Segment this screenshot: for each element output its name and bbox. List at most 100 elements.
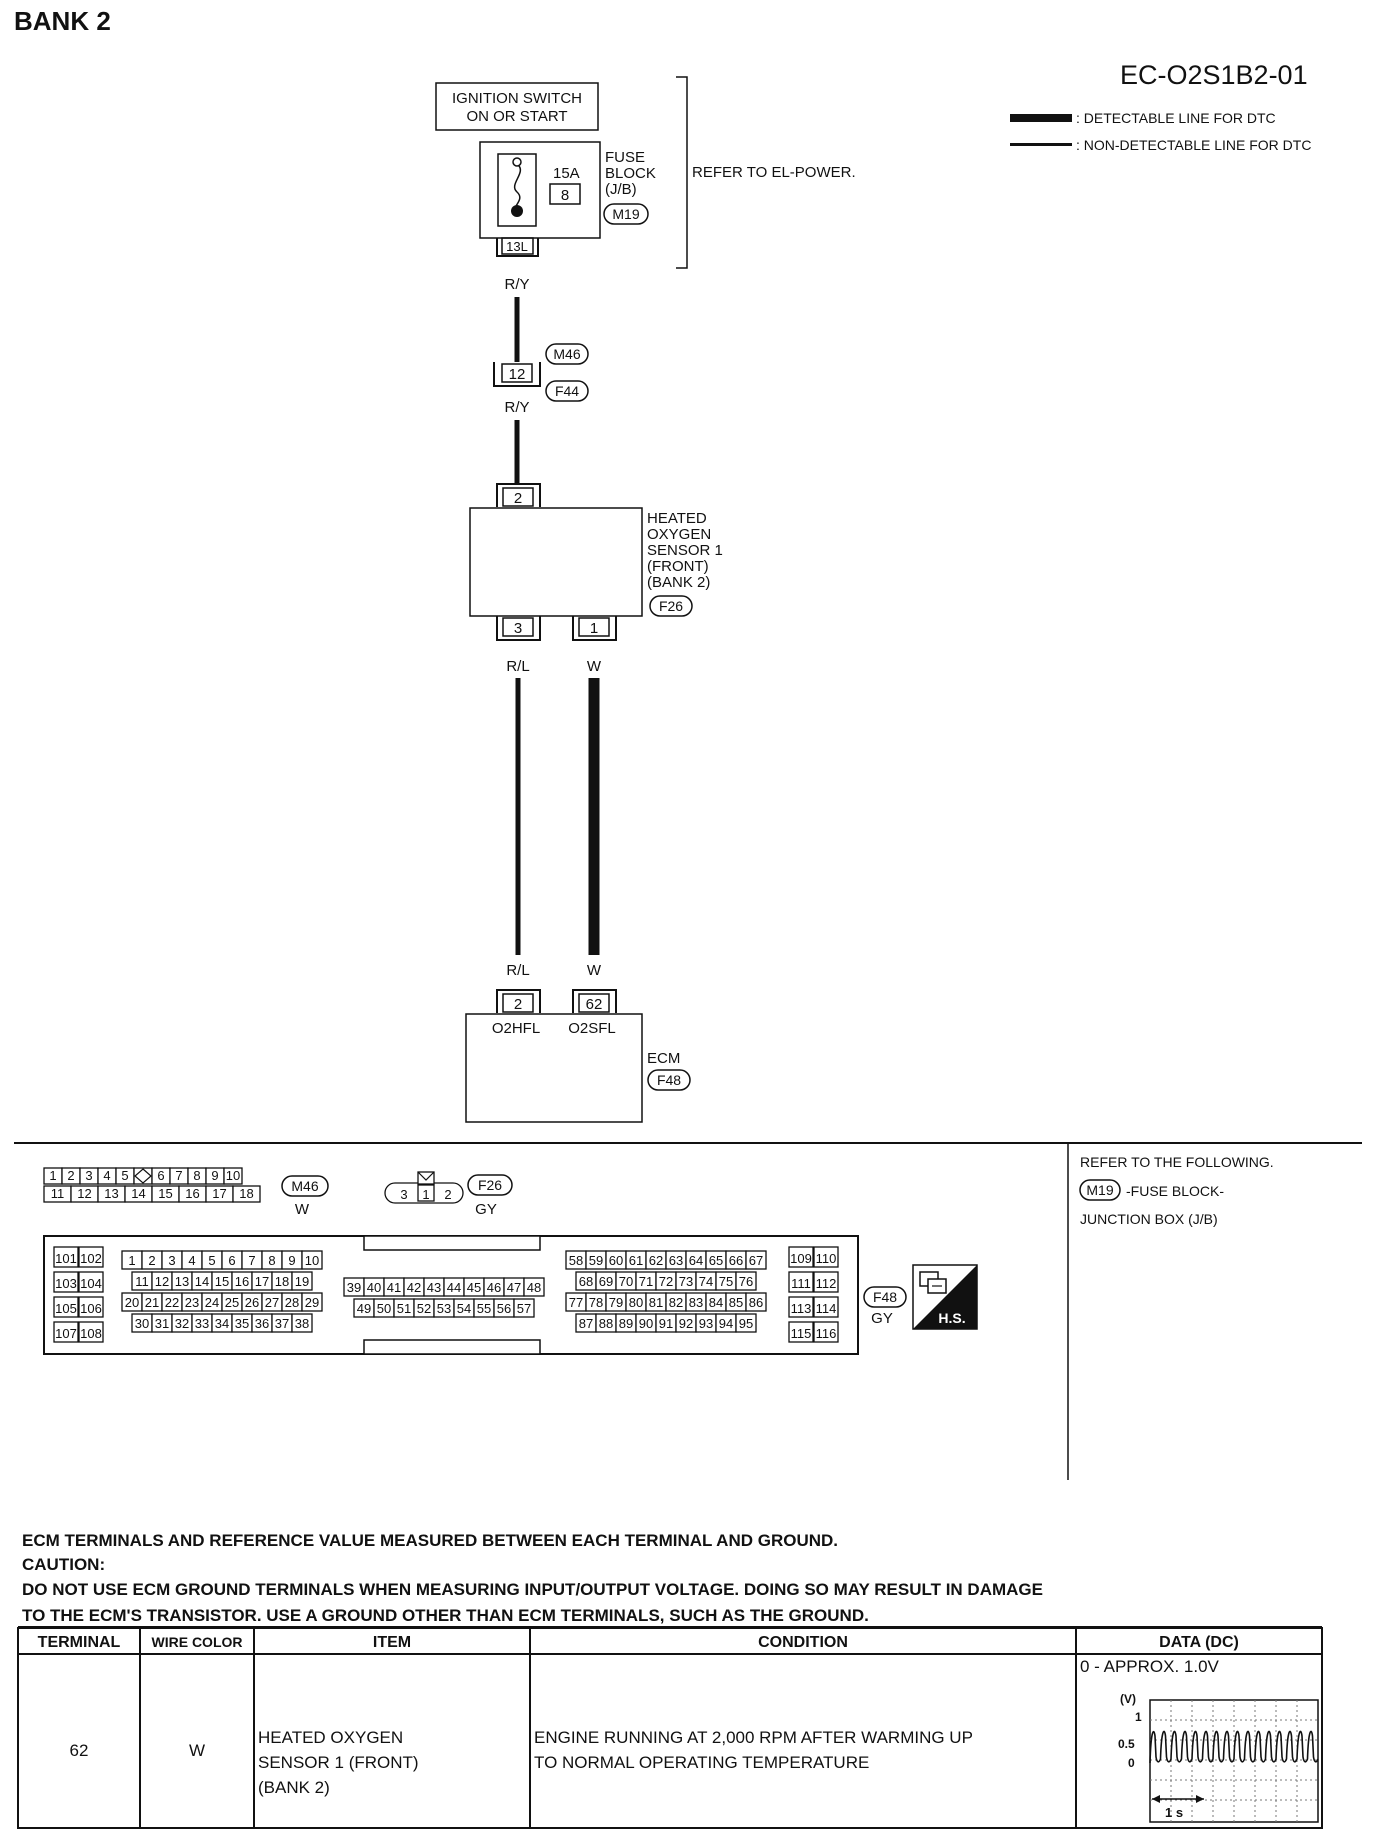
svg-text:50: 50	[377, 1301, 391, 1316]
svg-text:106: 106	[80, 1301, 102, 1316]
svg-text:3: 3	[168, 1253, 175, 1268]
f48-pin-73: 73	[675, 1271, 697, 1291]
svg-text:88: 88	[599, 1316, 613, 1331]
svg-text:8: 8	[268, 1253, 275, 1268]
svg-text:17: 17	[255, 1274, 269, 1289]
svg-text:86: 86	[749, 1295, 763, 1310]
svg-text:26: 26	[245, 1295, 259, 1310]
f48-pin-113: 113	[788, 1296, 814, 1318]
svg-text:87: 87	[579, 1316, 593, 1331]
svg-text:33: 33	[195, 1316, 209, 1331]
f48-pin-63: 63	[665, 1250, 687, 1270]
f48-pin-12: 12	[151, 1271, 173, 1291]
connector-f48-color: GY	[871, 1310, 893, 1327]
svg-text:22: 22	[165, 1295, 179, 1310]
svg-text:104: 104	[80, 1276, 102, 1291]
svg-text:116: 116	[816, 1326, 837, 1341]
svg-text:13: 13	[175, 1274, 189, 1289]
f48-pin-112: 112	[813, 1271, 839, 1293]
svg-text:36: 36	[255, 1316, 269, 1331]
sensor-label-1: HEATED	[647, 510, 707, 527]
svg-text:28: 28	[285, 1295, 299, 1310]
harness-side-badge: H.S.	[912, 1264, 978, 1330]
m46-pin-1: 1	[43, 1167, 63, 1185]
svg-text:89: 89	[619, 1316, 633, 1331]
svg-text:75: 75	[719, 1274, 733, 1289]
m46-pin-17: 17	[205, 1185, 234, 1203]
f48-pin-108: 108	[78, 1321, 104, 1343]
f48-pin-37: 37	[271, 1313, 293, 1333]
ecm-terminal-table: TERMINAL WIRE COLOR ITEM CONDITION DATA …	[17, 1626, 1323, 1829]
f48-pin-53: 53	[433, 1298, 455, 1318]
sensor-terminal-2: 2	[514, 490, 522, 507]
svg-text:102: 102	[80, 1251, 102, 1266]
f48-pin-93: 93	[695, 1313, 717, 1333]
m46-pin-5: 5	[115, 1167, 135, 1185]
f48-pin-42: 42	[403, 1277, 425, 1297]
svg-text:F48: F48	[873, 1289, 897, 1305]
f48-pin-14: 14	[191, 1271, 213, 1291]
svg-text:80: 80	[629, 1295, 643, 1310]
f48-pin-109: 109	[788, 1246, 814, 1268]
f48-pin-24: 24	[201, 1292, 223, 1312]
f48-pin-110: 110	[813, 1246, 839, 1268]
f48-pin-29: 29	[301, 1292, 323, 1312]
svg-text:52: 52	[417, 1301, 431, 1316]
svg-text:42: 42	[407, 1280, 421, 1295]
svg-text:112: 112	[816, 1276, 837, 1291]
f48-pin-17: 17	[251, 1271, 273, 1291]
m46-pin-2: 2	[61, 1167, 81, 1185]
f48-pin-68: 68	[575, 1271, 597, 1291]
f48-pin-54: 54	[453, 1298, 475, 1318]
f48-pin-10: 10	[301, 1250, 323, 1270]
f48-pin-114: 114	[813, 1296, 839, 1318]
svg-text:105: 105	[55, 1301, 77, 1316]
scope-y-05: 0.5	[1118, 1737, 1135, 1751]
svg-text:69: 69	[599, 1274, 613, 1289]
m46-pin-6: 6	[151, 1167, 171, 1185]
refer-line2: JUNCTION BOX (J/B)	[1080, 1211, 1218, 1227]
svg-text:1: 1	[422, 1187, 429, 1202]
svg-text:3: 3	[85, 1168, 92, 1183]
wire-color-rl-bottom: R/L	[506, 962, 529, 979]
svg-text:49: 49	[357, 1301, 371, 1316]
m46-pin-8: 8	[187, 1167, 207, 1185]
joint-connector-f44: F44	[555, 383, 579, 399]
m46-pin-3: 3	[79, 1167, 99, 1185]
svg-text:5: 5	[208, 1253, 215, 1268]
f48-pin-9: 9	[281, 1250, 303, 1270]
f48-pin-52: 52	[413, 1298, 435, 1318]
svg-text:77: 77	[569, 1295, 583, 1310]
f48-pin-21: 21	[141, 1292, 163, 1312]
ecm-signal-o2sfl: O2SFL	[568, 1020, 616, 1037]
svg-text:83: 83	[689, 1295, 703, 1310]
f48-pin-62: 62	[645, 1250, 667, 1270]
harness-side-label: H.S.	[938, 1310, 965, 1326]
svg-text:61: 61	[629, 1253, 643, 1268]
f48-pin-72: 72	[655, 1271, 677, 1291]
svg-text:10: 10	[305, 1253, 319, 1268]
f48-pin-28: 28	[281, 1292, 303, 1312]
f48-pin-51: 51	[393, 1298, 415, 1318]
f48-pin-5: 5	[201, 1250, 223, 1270]
f48-pin-41: 41	[383, 1277, 405, 1297]
row-terminal: 62	[70, 1741, 89, 1760]
m46-pin-16: 16	[178, 1185, 207, 1203]
f48-pin-79: 79	[605, 1292, 627, 1312]
svg-text:101: 101	[55, 1251, 77, 1266]
notes-line3: DO NOT USE ECM GROUND TERMINALS WHEN MEA…	[22, 1580, 1043, 1599]
svg-text:73: 73	[679, 1274, 693, 1289]
svg-text:92: 92	[679, 1316, 693, 1331]
ecm-terminal-2: 2	[514, 996, 522, 1013]
f48-pin-71: 71	[635, 1271, 657, 1291]
legend-thick-line-icon	[1010, 114, 1072, 122]
notes-caution: CAUTION:	[22, 1555, 105, 1574]
svg-text:1: 1	[49, 1168, 56, 1183]
svg-text:76: 76	[739, 1274, 753, 1289]
fuse-amps: 15A	[553, 165, 580, 182]
svg-text:62: 62	[649, 1253, 663, 1268]
fuse-block-connector: M19	[612, 206, 639, 222]
f48-pin-34: 34	[211, 1313, 233, 1333]
svg-text:110: 110	[816, 1251, 837, 1266]
